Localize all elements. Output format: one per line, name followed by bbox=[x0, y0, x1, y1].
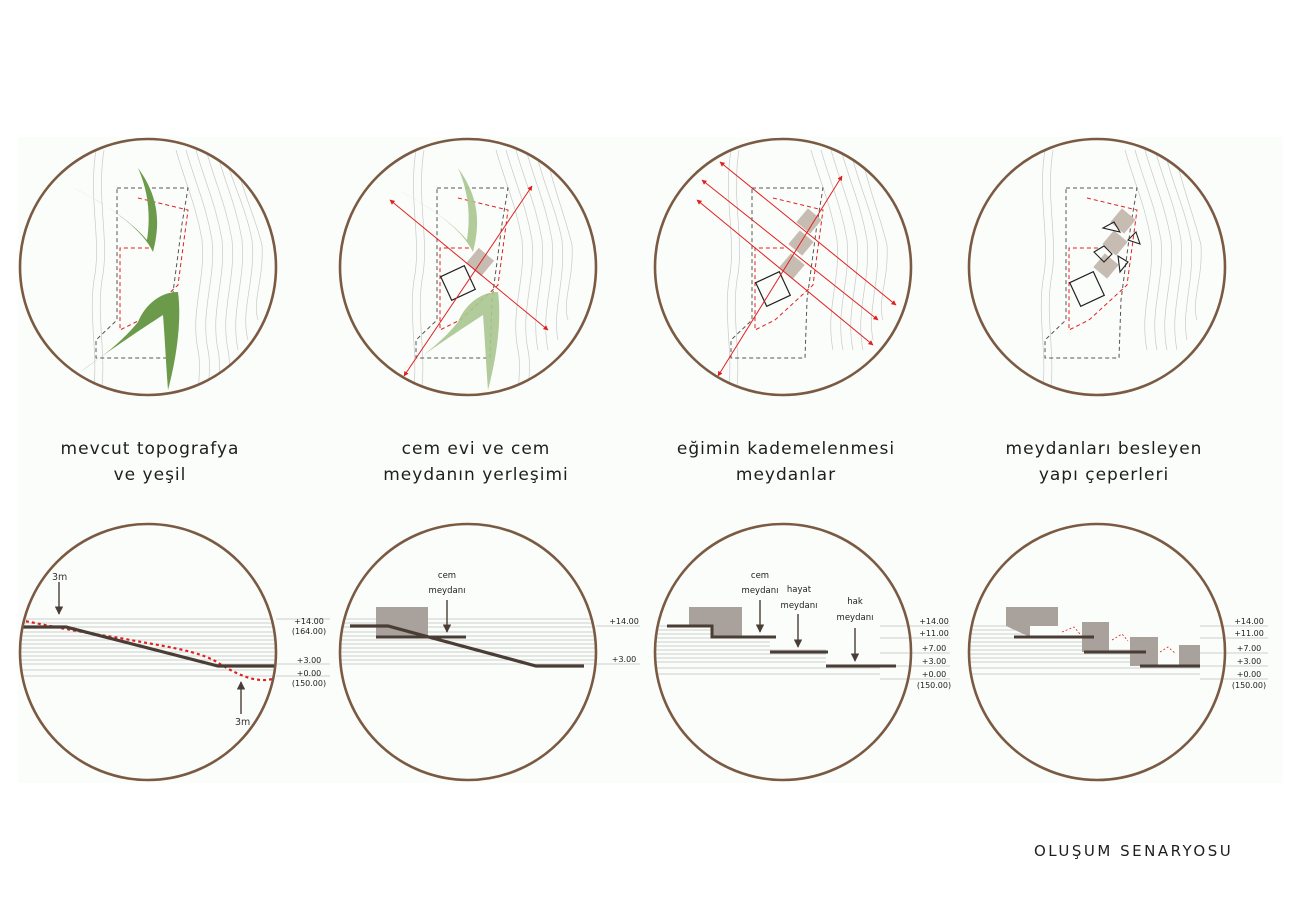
terrace-arrow bbox=[719, 161, 897, 306]
cem-evi-footprint bbox=[754, 270, 792, 308]
level-label: +7.00 bbox=[1237, 644, 1262, 653]
caption-line: cem evi ve cem bbox=[401, 439, 551, 459]
plan-cem-evi-placement bbox=[338, 137, 598, 397]
caption-line: meydanları besleyen bbox=[1005, 439, 1203, 459]
callout-labels: cem meydanı hayat meydanı hak meydanı bbox=[742, 571, 874, 623]
caption-line: mevcut topografya bbox=[60, 439, 240, 459]
terrace-step bbox=[667, 624, 776, 639]
contour-lines bbox=[1040, 149, 1202, 395]
plan-topography-green bbox=[18, 137, 278, 397]
level-label: +7.00 bbox=[922, 644, 947, 653]
meydan-square bbox=[1093, 253, 1119, 279]
view-lines bbox=[1061, 626, 1177, 655]
level-lines bbox=[970, 625, 1200, 675]
ground-line bbox=[350, 624, 584, 668]
callout-line: cem bbox=[751, 571, 769, 581]
callout-line: meydanı bbox=[742, 586, 779, 596]
cem-evi-mass bbox=[689, 607, 742, 637]
level-label: +3.00 bbox=[612, 655, 637, 664]
level-label: +14.00 bbox=[919, 617, 949, 626]
level-label: +11.00 bbox=[919, 629, 949, 638]
dimension-label-bottom: 3m bbox=[235, 717, 250, 728]
plan-ring bbox=[18, 137, 278, 397]
callout-line: hak bbox=[847, 597, 863, 607]
callout-line: meydanı bbox=[429, 586, 466, 596]
site-boundary bbox=[95, 187, 189, 359]
caption-line: eğimin kademelenmesi bbox=[676, 439, 896, 459]
level-label: (164.00) bbox=[292, 627, 326, 636]
meydan-square bbox=[1102, 230, 1128, 256]
proposed-ground-line bbox=[20, 625, 276, 668]
level-label: +3.00 bbox=[1237, 657, 1262, 666]
building-edge-outlines bbox=[1093, 221, 1141, 274]
terrace-arrow bbox=[701, 179, 879, 321]
level-labels: +14.00 +3.00 bbox=[609, 617, 639, 664]
cem-evi-footprint bbox=[1068, 270, 1106, 308]
level-label: +0.00 bbox=[297, 669, 322, 678]
section-building-edges: +14.00 +11.00 +7.00 +3.00 +0.00 (150.00) bbox=[967, 522, 1268, 782]
green-leaf-north bbox=[67, 168, 158, 252]
level-label: +14.00 bbox=[609, 617, 639, 626]
caption-panel-3: eğimin kademelenmesi meydanlar bbox=[656, 436, 916, 488]
level-label: +11.00 bbox=[1234, 629, 1264, 638]
plan-ring bbox=[338, 137, 598, 397]
terrace-arrow bbox=[696, 199, 874, 346]
plan-ring bbox=[653, 137, 913, 397]
level-label: (150.00) bbox=[292, 679, 326, 688]
green-leaf-north bbox=[387, 168, 478, 252]
callout-line: meydanı bbox=[781, 601, 818, 611]
diagram-sheet bbox=[18, 137, 1283, 783]
section-ring bbox=[653, 522, 913, 782]
contour-lines bbox=[91, 149, 263, 395]
building-mass bbox=[1179, 645, 1200, 666]
caption-panel-4: meydanları besleyen yapı çeperleri bbox=[974, 436, 1234, 488]
sheet-title: OLUŞUM SENARYOSU bbox=[1034, 842, 1234, 860]
callout-line: hayat bbox=[787, 585, 812, 595]
level-label: +3.00 bbox=[297, 656, 322, 665]
section-ring bbox=[18, 522, 278, 782]
axis-arrow bbox=[403, 185, 533, 377]
caption-panel-1: mevcut topografya ve yeşil bbox=[20, 436, 280, 488]
callout-label: cem meydanı bbox=[429, 571, 466, 596]
plan-ring bbox=[967, 137, 1227, 397]
callout-line: cem bbox=[438, 571, 456, 581]
plan-slope-terracing bbox=[653, 137, 913, 397]
dimension-label-top: 3m bbox=[52, 572, 67, 583]
cem-evi-mass bbox=[1006, 607, 1058, 637]
section-terraced-meydanlar: cem meydanı hayat meydanı hak meydanı +1… bbox=[653, 522, 951, 782]
level-label: +14.00 bbox=[294, 617, 324, 626]
section-cem-meydani: cem meydanı +14.00 +3.00 bbox=[338, 522, 640, 782]
level-label: +0.00 bbox=[1237, 670, 1262, 679]
level-label: +0.00 bbox=[922, 670, 947, 679]
existing-ground-line bbox=[20, 618, 276, 682]
plot-boundary bbox=[1068, 197, 1138, 331]
caption-line: yapı çeperleri bbox=[1038, 465, 1170, 485]
caption-line: ve yeşil bbox=[113, 465, 187, 485]
level-label: +3.00 bbox=[922, 657, 947, 666]
level-label: (150.00) bbox=[1232, 681, 1266, 690]
level-labels: +14.00 (164.00) +3.00 +0.00 (150.00) bbox=[292, 617, 326, 688]
plan-building-edges bbox=[967, 137, 1227, 397]
section-ring bbox=[338, 522, 598, 782]
caption-line: meydanlar bbox=[735, 465, 837, 485]
level-label: (150.00) bbox=[917, 681, 951, 690]
axis-arrow bbox=[389, 199, 549, 331]
site-boundary bbox=[1044, 187, 1138, 359]
section-existing-slope: 3m 3m +14.00 (164.00) +3.00 +0.00 (150.0… bbox=[18, 522, 330, 782]
cem-evi-mass bbox=[376, 607, 428, 637]
caption-panel-2: cem evi ve cem meydanın yerleşimi bbox=[346, 436, 606, 488]
cem-meydani-square bbox=[465, 247, 495, 277]
level-labels: +14.00 +11.00 +7.00 +3.00 +0.00 (150.00) bbox=[1232, 617, 1266, 690]
level-label: +14.00 bbox=[1234, 617, 1264, 626]
section-ring bbox=[967, 522, 1227, 782]
meydan-square bbox=[1110, 208, 1136, 234]
level-labels: +14.00 +11.00 +7.00 +3.00 +0.00 (150.00) bbox=[917, 617, 951, 690]
caption-line: meydanın yerleşimi bbox=[383, 465, 569, 485]
callout-line: meydanı bbox=[837, 613, 874, 623]
green-leaf-south bbox=[80, 292, 180, 390]
